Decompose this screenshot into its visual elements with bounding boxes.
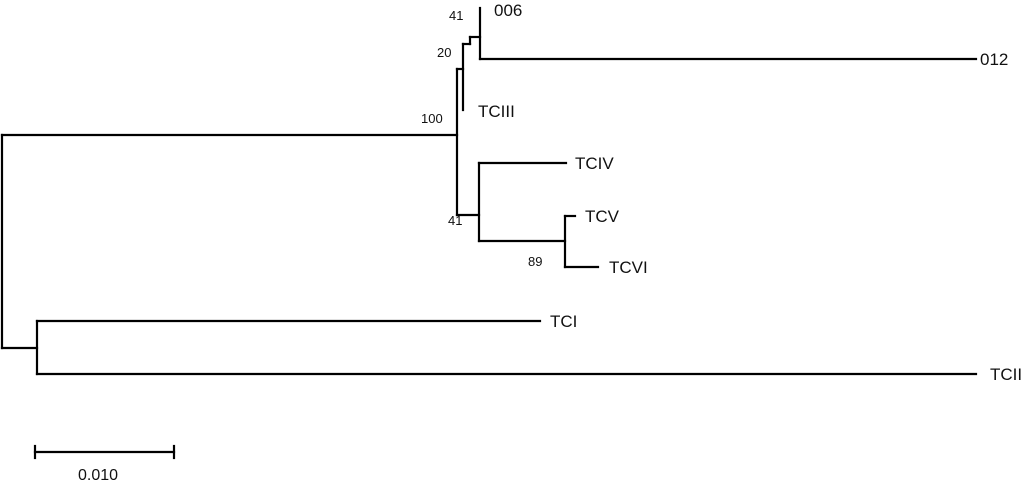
taxon-label-tci: TCI — [550, 312, 577, 331]
bootstrap-41-bottom: 41 — [448, 213, 462, 228]
scale-bar-label: 0.010 — [78, 467, 118, 484]
bootstrap-100: 100 — [421, 111, 443, 126]
taxon-label-tciii: TCIII — [478, 102, 515, 121]
taxon-label-tcii: TCII — [990, 365, 1022, 384]
root-clade — [0, 133, 459, 350]
taxon-label-tciv: TCIV — [575, 154, 614, 173]
taxon-label-tcv: TCV — [585, 207, 620, 226]
bootstrap-41-top: 41 — [449, 8, 463, 23]
taxon-label-012: 012 — [980, 50, 1008, 69]
taxon-label-006: 006 — [494, 1, 522, 20]
scale-bar: 0.010 — [33, 444, 176, 484]
taxon-label-tcvi: TCVI — [609, 258, 648, 277]
tci-tcii-clade — [35, 319, 978, 376]
bootstrap-20: 20 — [437, 45, 451, 60]
upper-clade — [461, 6, 978, 112]
lower-clade — [477, 161, 600, 269]
ingroup-clade — [455, 67, 481, 217]
bootstrap-89: 89 — [528, 254, 542, 269]
